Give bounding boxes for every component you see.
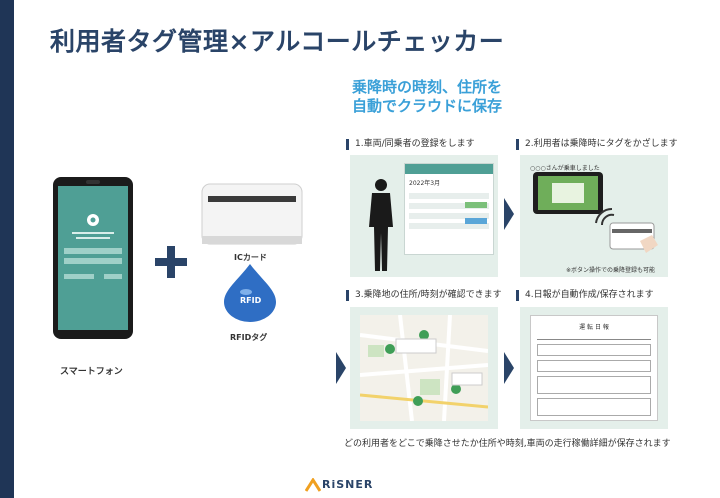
ic-card-illustration — [201, 183, 303, 245]
registration-date: 2022年3月 — [409, 180, 441, 187]
person-silhouette-icon — [369, 179, 393, 271]
arrow-2-icon — [336, 352, 346, 384]
step-3-panel — [350, 307, 498, 429]
headline-line-2: 自動でクラウドに保存 — [352, 97, 503, 115]
map-illustration — [360, 315, 488, 421]
rfid-tag-illustration — [224, 264, 276, 322]
status-bubble: ○○○さんが乗車しました — [530, 165, 600, 172]
step-1-label: 1.車両/同乗者の登録をします — [346, 139, 475, 150]
arrow-1-icon — [504, 198, 514, 230]
step-2-label: 2.利用者は乗降時にタグをかざします — [516, 139, 678, 150]
plus-icon — [155, 246, 187, 278]
registration-screen: 2022年3月 — [404, 163, 494, 255]
daily-report-title: 運 転 日 報 — [579, 324, 609, 331]
step-4-label: 4.日報が自動作成/保存されます — [516, 290, 654, 301]
smartphone-illustration — [53, 177, 133, 339]
step-2-panel: ○○○さんが乗車しました ※ボタン操作での乗降登録も可能 — [520, 155, 668, 277]
button-registration-note: ※ボタン操作での乗降登録も可能 — [566, 267, 656, 274]
left-accent-bar — [0, 0, 14, 498]
footer-caption: どの利用者をどこで乗降させたか住所や時刻,車両の走行稼働詳細が保存されます — [344, 439, 671, 449]
page-title: 利用者タグ管理×アルコールチェッカー — [50, 27, 505, 56]
phone-label: スマートフォン — [60, 367, 123, 377]
daily-report-document: 運 転 日 報 — [530, 315, 658, 421]
step-1-panel: 2022年3月 — [350, 155, 498, 277]
rfid-tag-text: RFID — [240, 296, 262, 305]
tablet-illustration — [533, 172, 603, 214]
risner-logo-mark-icon — [305, 478, 321, 492]
company-logo: RiSNER — [322, 478, 374, 491]
ic-card-label: ICカード — [234, 253, 267, 262]
step-3-label: 3.乗降地の住所/時刻が確認できます — [346, 290, 502, 301]
arrow-3-icon — [504, 352, 514, 384]
rfid-tag-label: RFIDタグ — [230, 333, 268, 342]
step-4-panel: 運 転 日 報 — [520, 307, 668, 429]
card-tap-illustration — [595, 207, 658, 253]
headline: 乗降時の時刻、住所を 自動でクラウドに保存 — [352, 78, 502, 116]
headline-line-1: 乗降時の時刻、住所を — [352, 78, 503, 96]
